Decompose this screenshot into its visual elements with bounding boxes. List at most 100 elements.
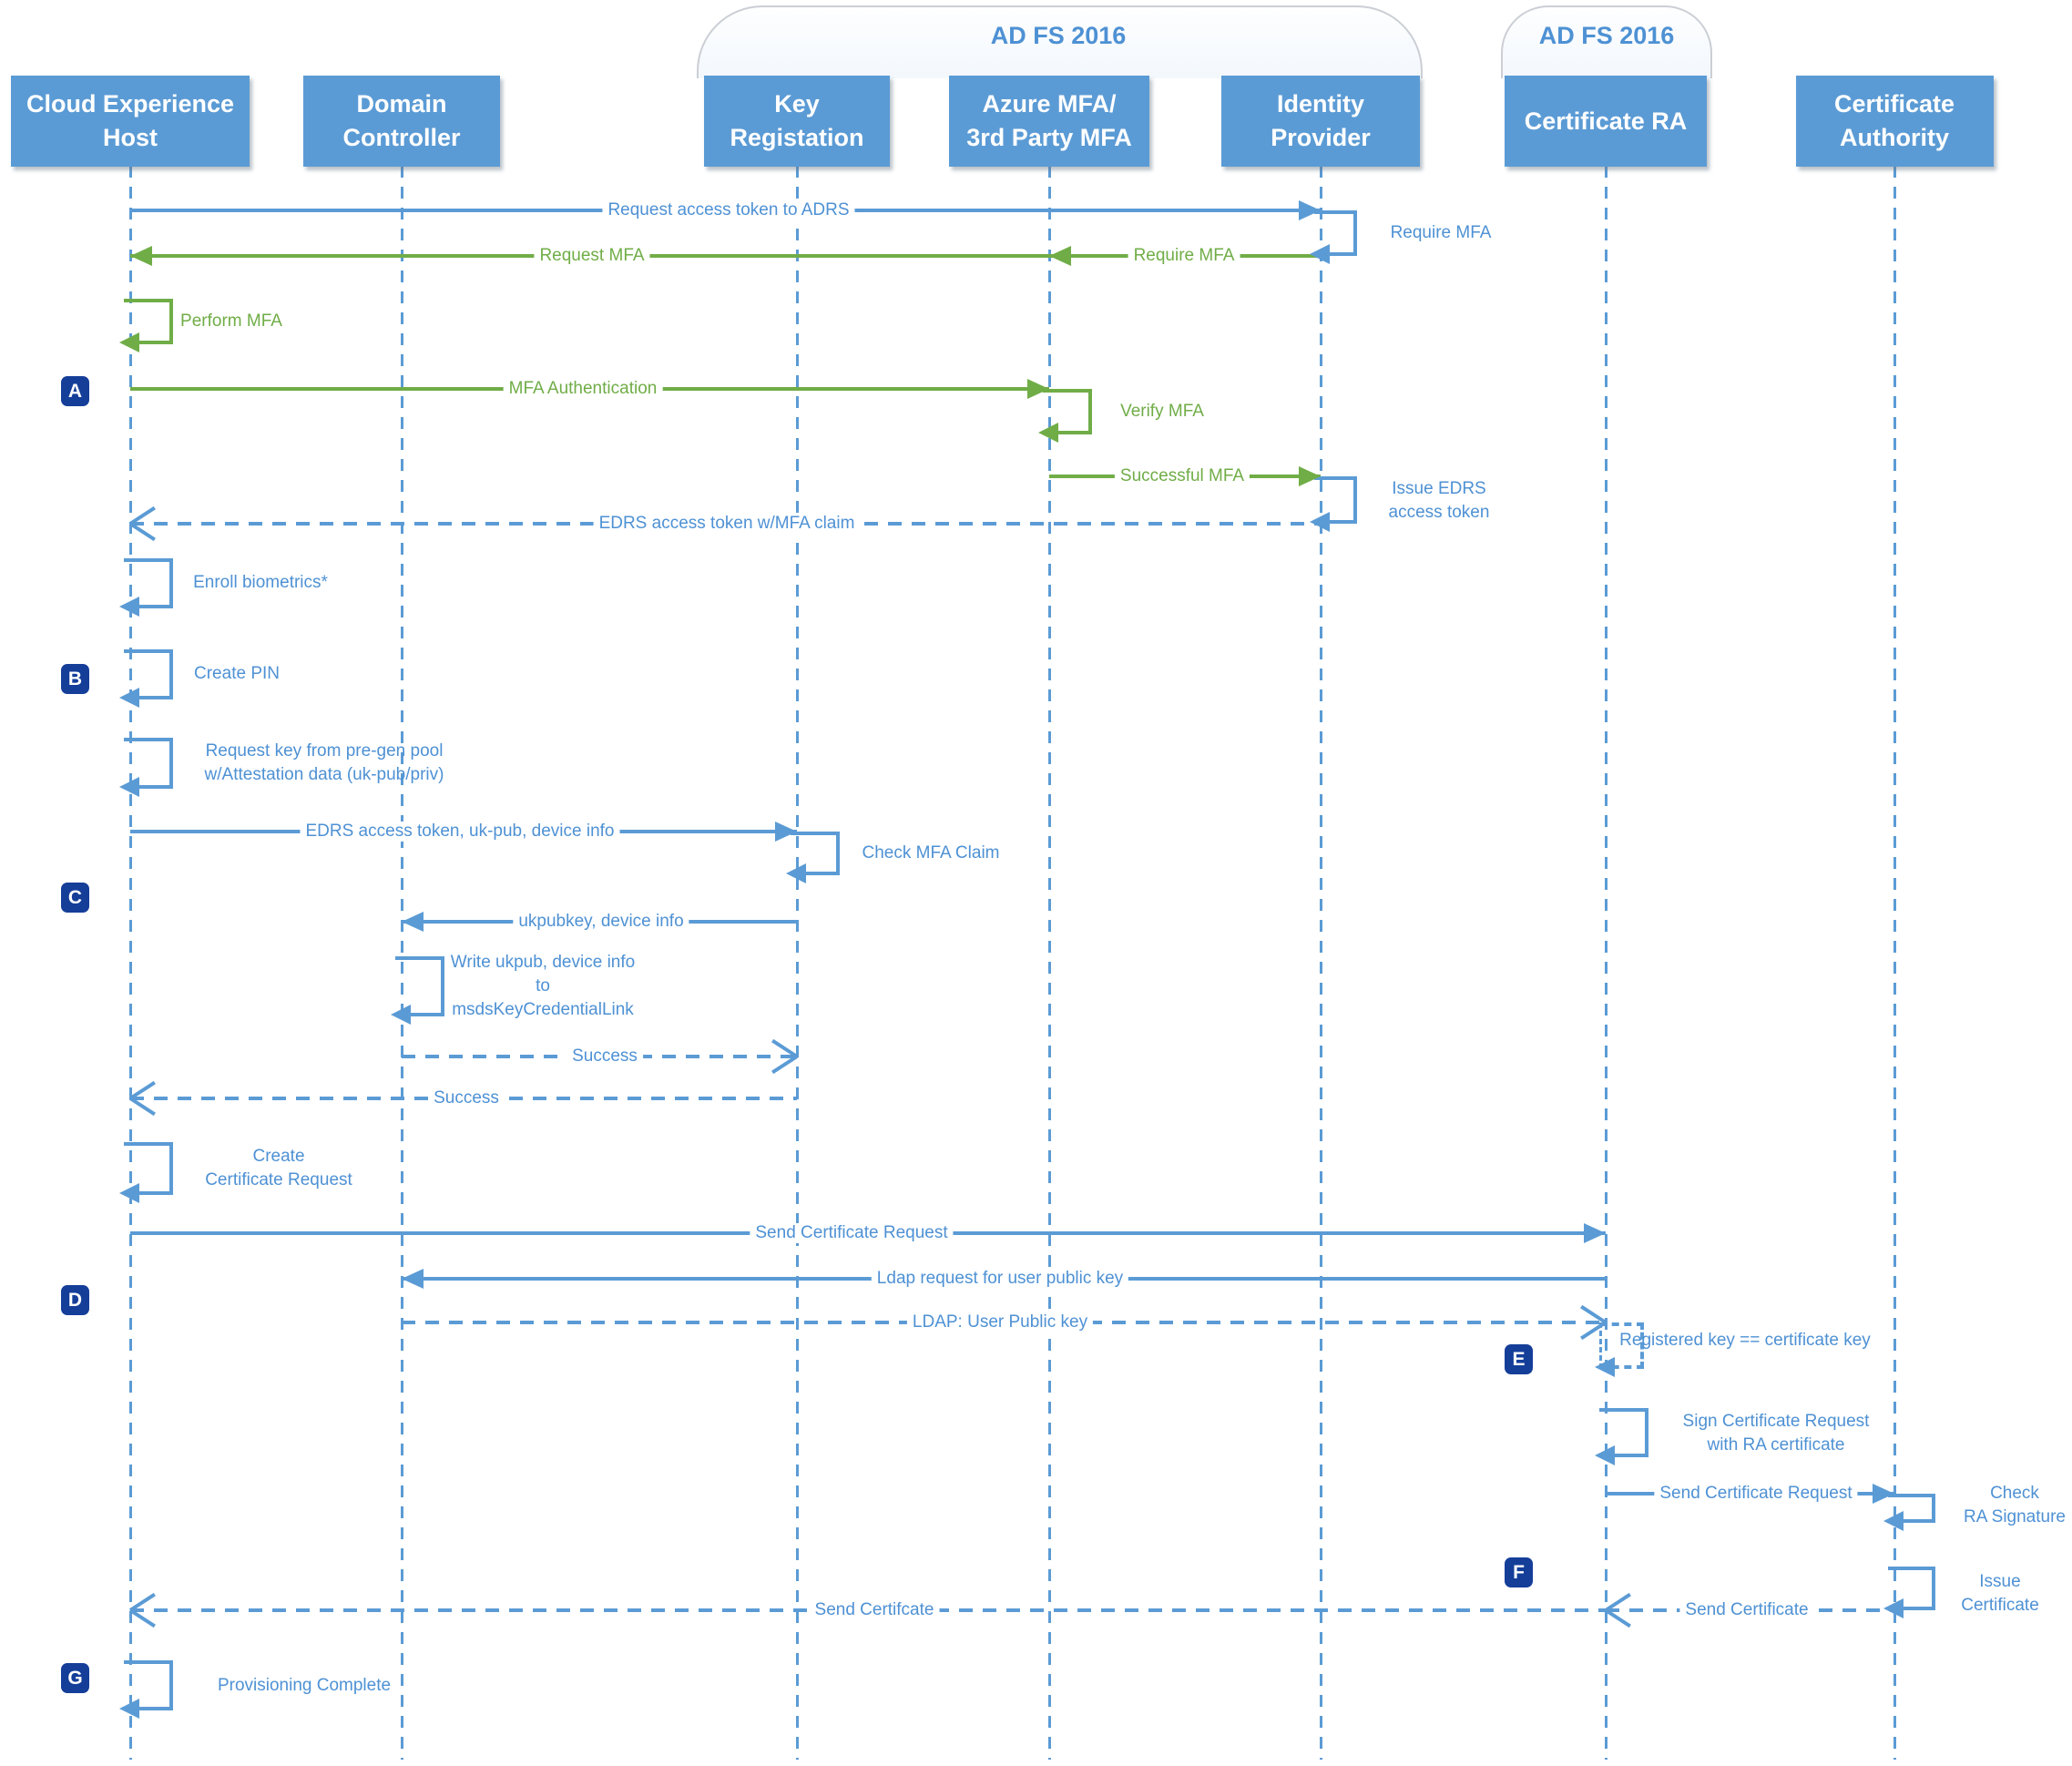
arrowhead-icon (119, 688, 139, 708)
self-message-label-line: to (536, 976, 550, 995)
arrowhead-icon (130, 246, 152, 266)
message-label: Require MFA (1128, 246, 1240, 266)
arrowhead-icon (1299, 200, 1321, 220)
self-message-loop (124, 649, 173, 699)
arrowhead-icon (391, 1005, 411, 1025)
lifeline-cloud-experience-host (128, 166, 132, 1760)
actor-label: Controller (342, 124, 461, 151)
arrowhead-icon (1299, 466, 1321, 486)
message-label: Request access token to ADRS (602, 200, 855, 220)
arrowhead-icon (1883, 1511, 1904, 1531)
message-label: Ldap request for user public key (871, 1269, 1129, 1289)
self-message-label-line: Provisioning Complete (217, 1676, 392, 1695)
step-badge-g: G (61, 1663, 89, 1693)
lifeline-domain-controller (400, 166, 403, 1760)
self-message-label-line: Create PIN (194, 664, 280, 683)
message-label: Send Certificate Request (1654, 1484, 1858, 1504)
self-message-label-line: Require MFA (1390, 223, 1492, 242)
actor-label: Certificate RA (1524, 107, 1688, 135)
arrowhead-icon (402, 1269, 424, 1289)
actor-label: Identity (1276, 90, 1364, 117)
self-message-label-line: Create (252, 1147, 305, 1166)
actor-label: Certificate (1833, 90, 1955, 117)
self-message-loop (1888, 1567, 1935, 1610)
self-message-label-line: Perform MFA (180, 311, 282, 331)
self-message-label-line: Check (1990, 1484, 2039, 1503)
self-message-label: Registered key == certificate key (1619, 1329, 1871, 1353)
self-message-label-line: Check MFA Claim (862, 843, 1000, 863)
step-badge-d: D (61, 1285, 89, 1315)
message-label: Request MFA (534, 246, 650, 266)
self-message-loop (791, 832, 840, 875)
self-message-label-line: Certificate Request (205, 1170, 352, 1189)
self-message-label-line: Issue EDRS (1392, 479, 1486, 498)
self-message-label: Create PIN (194, 662, 280, 686)
step-badge-f: F (1505, 1557, 1533, 1587)
self-message-label-line: Sign Certificate Request (1682, 1412, 1870, 1431)
arrowhead-icon (1595, 1445, 1615, 1465)
arrowhead-icon (119, 597, 139, 617)
actor-label: Cloud Experience (26, 90, 235, 117)
message-label: Send Certificate Request (750, 1223, 954, 1243)
arrowhead-icon (1038, 423, 1058, 443)
step-badge-b: B (61, 664, 89, 694)
lifeline-azure-mfa (1047, 166, 1051, 1760)
self-message-label-line: access token (1388, 503, 1490, 522)
self-message-label-line: msdsKeyCredentialLink (452, 1000, 634, 1019)
self-message-label-line: Enroll biometrics* (193, 573, 328, 592)
message-label: EDRS access token w/MFA claim (593, 514, 861, 534)
self-message-label-line: w/Attestation data (uk-pub/priv) (204, 765, 444, 784)
self-message-label: Require MFA (1391, 221, 1492, 245)
actor-label: Azure MFA/ (982, 90, 1117, 117)
arrowhead-icon (1595, 1357, 1615, 1377)
arrowhead-icon (1310, 244, 1330, 264)
self-message-label: Sign Certificate Request with RA certific… (1683, 1410, 1870, 1457)
self-message-label-line: Certificate (1961, 1596, 2039, 1615)
self-message-label-line: Write ukpub, device info (450, 953, 636, 972)
message-label: ukpubkey, device info (513, 912, 689, 932)
arrowhead-icon (1310, 512, 1330, 532)
arrowhead-icon (786, 863, 806, 883)
message-label: Success (428, 1088, 505, 1108)
message-label: Send Certificate (1679, 1600, 1814, 1620)
adfs-group-bracket (1501, 5, 1712, 78)
self-message-label: Issue EDRS access token (1389, 477, 1490, 525)
self-message-label: Verify MFA (1120, 400, 1204, 424)
lifeline-key-registration (795, 166, 799, 1760)
self-message-loop (124, 738, 173, 789)
lifeline-identity-provider (1319, 166, 1322, 1760)
arrowhead-icon (1027, 379, 1049, 399)
arrowhead-icon (119, 1699, 139, 1719)
arrowhead-icon (1584, 1223, 1606, 1243)
self-message-loop (1314, 476, 1357, 524)
self-message-label-line: with RA certificate (1707, 1435, 1845, 1455)
step-badge-e: E (1505, 1344, 1533, 1374)
adfs-group-bracket (697, 5, 1423, 78)
message-label: MFA Authentication (503, 379, 663, 399)
actor-label: 3rd Party MFA (966, 124, 1132, 151)
arrowhead-icon (775, 822, 797, 842)
step-badge-c: C (61, 883, 89, 913)
self-message-loop (124, 1142, 173, 1195)
arrowhead-icon (1049, 246, 1071, 266)
actor-certificate-ra: Certificate RA (1505, 76, 1707, 167)
actor-label: Provider (1271, 124, 1371, 151)
self-message-label: Check MFA Claim (862, 842, 1000, 865)
arrowhead-icon (119, 1183, 139, 1203)
actor-azure-mfa: Azure MFA/3rd Party MFA (949, 76, 1149, 167)
self-message-loop (1314, 210, 1357, 256)
lifeline-certificate-authority (1893, 166, 1896, 1760)
self-message-label: Provisioning Complete (218, 1674, 391, 1698)
actor-label: Host (103, 124, 158, 151)
self-message-loop (1599, 1322, 1644, 1369)
lifeline-certificate-ra (1604, 166, 1608, 1760)
